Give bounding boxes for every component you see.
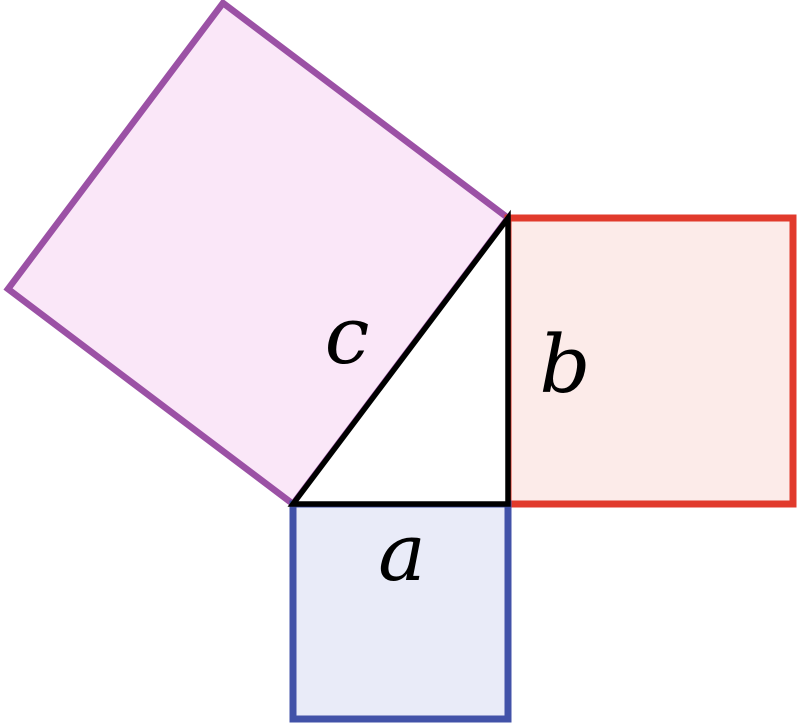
label-side-c: c — [325, 289, 370, 382]
label-side-b: b — [539, 318, 590, 411]
right-triangle — [287, 209, 511, 507]
label-side-a: a — [378, 506, 426, 599]
